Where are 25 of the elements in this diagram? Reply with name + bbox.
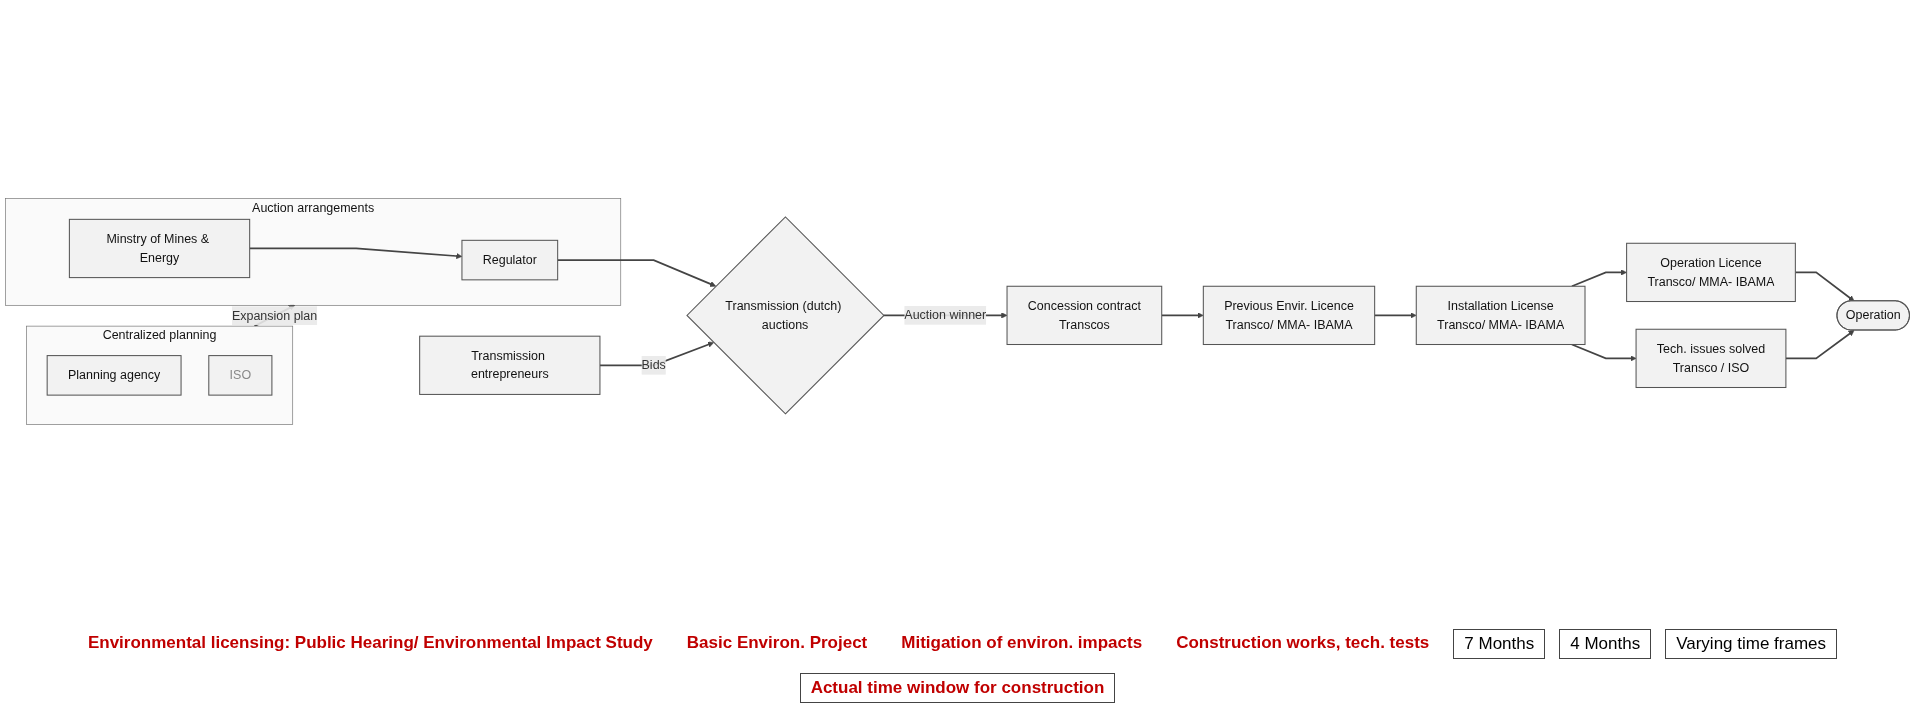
note: Construction works, tech. tests: [1175, 632, 1431, 654]
time-span-label: 7 Months: [1453, 629, 1546, 659]
time-span-label: Varying time frames: [1665, 629, 1838, 659]
node-box: Installation License Transco/ MMA- IBAMA: [1415, 285, 1586, 345]
node-box: Concession contract Transcos: [1006, 285, 1163, 345]
node-box: Previous Envir. Licence Transco/ MMA- IBAMA: [1202, 285, 1376, 345]
note: Mitigation of environ. impacts: [900, 632, 1144, 654]
node-box: Operation Licence Transco/ MMA- IBAMA: [1626, 242, 1796, 302]
arrow: [1571, 343, 1637, 362]
node-box: ISO: [208, 355, 273, 396]
time-span-label: Actual time window for construction: [799, 673, 1116, 703]
node-box: Minstry of Mines & Energy: [68, 218, 251, 279]
arrow: [1571, 269, 1627, 288]
node-box: Planning agency: [46, 355, 182, 396]
node-box: Tech. issues solved Transco / ISO: [1635, 328, 1787, 388]
node-diamond: Transmission (dutch) auctions: [686, 216, 885, 415]
arrow: [1785, 329, 1855, 360]
note: Environmental licensing: Public Hearing/ Environmental Impact Study: [86, 632, 654, 654]
node-box: Regulator: [461, 239, 559, 281]
edge-label: Bids: [641, 357, 666, 372]
node-box: Transmission entrepreneurs: [419, 335, 601, 395]
edge-label: Expansion plan: [231, 308, 318, 323]
note: Basic Environ. Project: [685, 632, 869, 654]
edge-label: Auction winner: [904, 308, 987, 322]
time-span-label: 4 Months: [1559, 629, 1652, 659]
